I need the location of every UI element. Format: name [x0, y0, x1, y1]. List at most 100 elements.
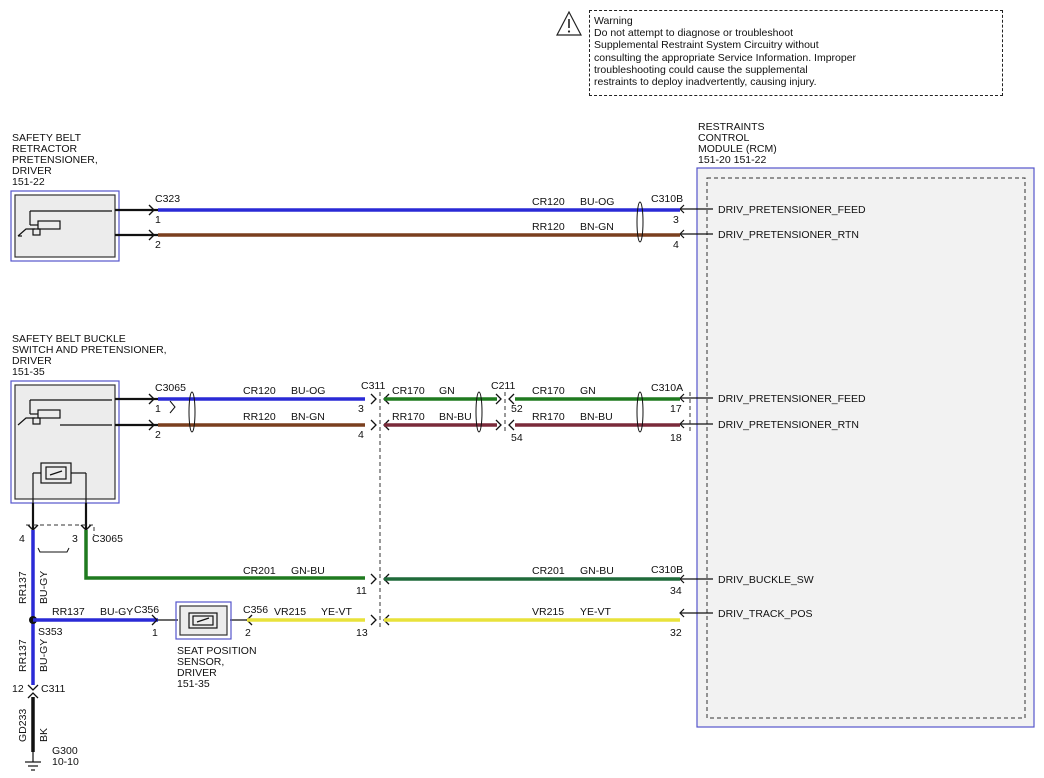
connector-c3065-dashed	[26, 524, 95, 535]
retractor-label-line: SAFETY BELT	[12, 132, 82, 144]
wire-color-label: GN-BU	[291, 565, 325, 577]
wire-circuit-label: CR201	[532, 565, 565, 577]
signal-label: DRIV_BUCKLE_SW	[718, 574, 814, 586]
pin-number: 3	[358, 403, 364, 415]
retractor-label-line: 151-22	[12, 176, 45, 188]
seat-sensor-box	[175, 601, 232, 640]
buckle-label: SAFETY BELT BUCKLE SWITCH AND PRETENSION…	[12, 333, 170, 378]
pin-number: 1	[155, 214, 161, 226]
rcm-label-line: 151-20 151-22	[698, 154, 766, 166]
buckle-label-line: SAFETY BELT BUCKLE	[12, 333, 126, 345]
rcm-label-line: RESTRAINTS	[698, 121, 765, 133]
wire-circuit-label: RR170	[392, 411, 425, 423]
pin-number: 3	[72, 533, 78, 545]
twisted-pair-icon	[636, 391, 644, 433]
twisted-pair-icon	[636, 201, 644, 243]
pin-number: 4	[673, 239, 679, 251]
seat-sensor-inner-box	[179, 605, 228, 636]
seat-sensor-label: SEAT POSITION SENSOR, DRIVER 151-35	[177, 645, 259, 690]
warning-line: consulting the appropriate Service Infor…	[594, 51, 857, 64]
pin-number: 13	[356, 627, 368, 639]
pin-number: 2	[245, 627, 251, 639]
signal-label: DRIV_PRETENSIONER_RTN	[718, 229, 859, 241]
pin-number: 12	[12, 683, 24, 695]
wire-circuit-label-vertical: RR137	[17, 639, 29, 672]
rcm-label: RESTRAINTS CONTROL MODULE (RCM) 151-20 1…	[698, 121, 780, 166]
rcm-module-box	[696, 167, 1035, 728]
wire-circuit-label-vertical: GD233	[17, 709, 29, 742]
pin-number: 1	[155, 403, 161, 415]
connector-label: C310A	[651, 382, 683, 394]
pin-number: 2	[155, 239, 161, 251]
wire-cr201-buckle	[84, 530, 365, 580]
pretensioner-symbol-icon	[17, 210, 112, 237]
pin-number: 34	[670, 585, 682, 597]
signal-label: DRIV_PRETENSIONER_RTN	[718, 419, 859, 431]
wire-color-label: GN	[439, 385, 455, 397]
wire-color-label-vertical: BU-GY	[38, 571, 50, 604]
wire-color-label: BU-GY	[100, 606, 133, 618]
wire-color-label: GN-BU	[580, 565, 614, 577]
wire-circuit-label: CR170	[532, 385, 565, 397]
ground-icon	[25, 752, 41, 771]
pin-number: 3	[673, 214, 679, 226]
pin-number: 2	[155, 429, 161, 441]
buckle-bracket	[37, 547, 70, 553]
rcm-inner-box	[706, 177, 1026, 719]
twisted-pair-icon	[188, 391, 196, 433]
warning-line: restraints to deploy inadvertently, caus…	[594, 76, 817, 89]
signal-label: DRIV_TRACK_POS	[718, 608, 813, 620]
connector-label: C310B	[651, 564, 683, 576]
pin-number: 11	[356, 585, 367, 597]
wire-circuit-label: RR120	[532, 221, 565, 233]
retractor-label-line: DRIVER	[12, 165, 52, 177]
wire-color-label: YE-VT	[321, 606, 353, 618]
connector-label: C311	[41, 683, 65, 695]
retractor-box	[10, 190, 120, 262]
pin-number: 52	[511, 403, 523, 415]
pin-number: 4	[358, 429, 364, 441]
warning-triangle-icon	[556, 10, 582, 36]
warning-box	[589, 10, 1003, 96]
wire-color-label: BN-BU	[439, 411, 472, 423]
wire-color-label: BN-BU	[580, 411, 613, 423]
wire-color-label: BU-OG	[291, 385, 325, 397]
pin-number: 4	[19, 533, 25, 545]
wire-circuit-label: RR137	[52, 606, 85, 618]
ground-label-line: G300	[52, 745, 78, 757]
pin-number: 17	[670, 403, 682, 415]
retractor-wire-stubs	[115, 204, 158, 241]
warning-line: Supplemental Restraint System Circuitry …	[594, 39, 819, 52]
pretensioner-symbol-icon	[17, 399, 112, 426]
pin-number: 1	[152, 627, 158, 639]
wire-color-label: YE-VT	[580, 606, 612, 618]
hall-sensor-icon	[188, 612, 218, 629]
connector-label: C323	[155, 193, 180, 205]
warning-text: Warning Do not attempt to diagnose or tr…	[594, 15, 894, 88]
buckle-box	[10, 380, 120, 504]
wire-circuit-label-vertical: RR137	[17, 571, 29, 604]
warning-title: Warning	[594, 15, 633, 27]
connector-label: C356	[134, 604, 159, 616]
connector-label: C311	[361, 380, 385, 392]
retractor-label-line: RETRACTOR	[12, 143, 78, 155]
pin-number: 32	[670, 627, 682, 639]
warning-line: Do not attempt to diagnose or troublesho…	[594, 27, 794, 40]
buckle-wire-stubs	[115, 393, 176, 431]
buckle-inner-box	[14, 384, 116, 500]
ground-label-line: 10-10	[52, 756, 79, 768]
retractor-label: SAFETY BELT RETRACTOR PRETENSIONER, DRIV…	[12, 132, 101, 188]
c3065-lower-connector	[27, 503, 92, 531]
signal-label: DRIV_PRETENSIONER_FEED	[718, 204, 866, 216]
connector-label: C3065	[155, 382, 186, 394]
seat-sensor-label-line: SEAT POSITION	[177, 645, 257, 657]
twisted-pair-icon	[475, 391, 483, 433]
seat-sensor-label-line: SENSOR,	[177, 656, 224, 668]
wire-color-label: BU-OG	[580, 196, 614, 208]
wire-circuit-label: CR120	[243, 385, 276, 397]
wire-circuit-label: CR201	[243, 565, 276, 577]
wire-color-label-vertical: BU-GY	[38, 639, 50, 672]
wire-color-label-vertical: BK	[38, 728, 50, 742]
buckle-label-line: SWITCH AND PRETENSIONER,	[12, 344, 167, 356]
